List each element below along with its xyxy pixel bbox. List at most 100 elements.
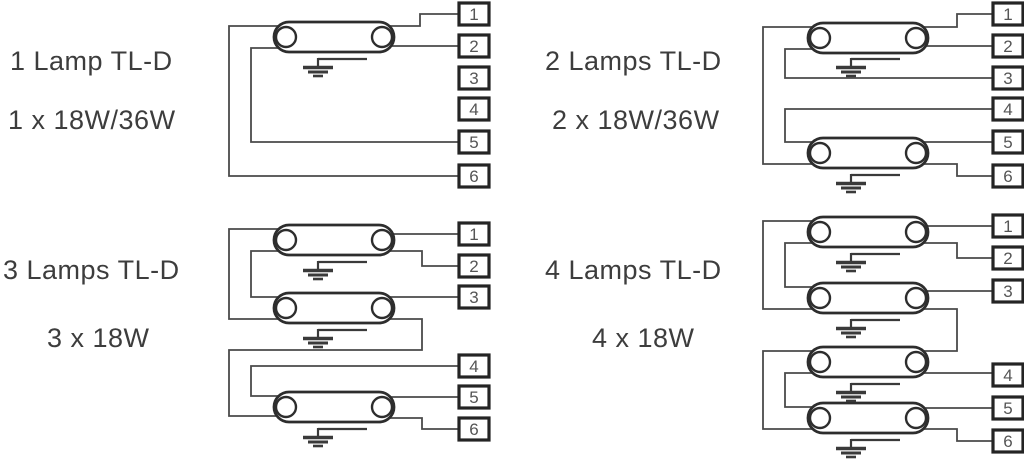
terminal-number: 1 bbox=[469, 225, 478, 244]
terminal-2: 2 bbox=[991, 245, 1024, 271]
terminal-6: 6 bbox=[457, 163, 491, 189]
terminal-box bbox=[991, 96, 1024, 122]
terminal-6: 6 bbox=[457, 416, 491, 442]
wire-lamp1-lamp2-outer bbox=[762, 26, 818, 165]
terminal-number: 3 bbox=[1003, 282, 1012, 301]
terminal-1: 1 bbox=[991, 1, 1024, 27]
terminal-2: 2 bbox=[457, 33, 491, 59]
ground-icon bbox=[301, 426, 369, 448]
terminal-number: 2 bbox=[1003, 249, 1012, 268]
wire-lamp1-lamp2-inner bbox=[784, 242, 818, 288]
ground-icon bbox=[834, 381, 902, 403]
terminal-box bbox=[991, 213, 1024, 239]
terminal-number: 6 bbox=[469, 167, 478, 186]
diagram-2-lamps: 1 2 3 4 5 6 bbox=[762, 1, 1024, 194]
wires bbox=[228, 13, 459, 177]
lamp-2-icon bbox=[272, 291, 396, 325]
terminal-box bbox=[457, 384, 491, 410]
wire-terminal-6 bbox=[228, 25, 459, 177]
terminal-number: 6 bbox=[469, 420, 478, 439]
wire-terminal-2 bbox=[918, 242, 993, 259]
wires bbox=[762, 220, 993, 442]
ground-icon bbox=[834, 56, 902, 78]
lamp-4-icon bbox=[806, 401, 930, 435]
terminal-3: 3 bbox=[991, 278, 1024, 304]
wire-terminal-1 bbox=[384, 13, 459, 27]
terminal-number: 2 bbox=[469, 37, 478, 56]
lamp-icon bbox=[272, 20, 396, 54]
wire-lamp3-lamp4-outer bbox=[762, 350, 818, 430]
terminal-4: 4 bbox=[991, 96, 1024, 122]
terminal-box bbox=[991, 245, 1024, 271]
diagram-2-subtitle: 2 x 18W/36W bbox=[552, 105, 720, 135]
terminal-2: 2 bbox=[991, 33, 1024, 59]
terminal-box bbox=[457, 33, 491, 59]
diagram-4-title: 4 Lamps TL-D bbox=[545, 255, 722, 285]
terminal-box bbox=[991, 65, 1024, 91]
terminal-3: 3 bbox=[991, 65, 1024, 91]
diagram-1-title: 1 Lamp TL-D bbox=[10, 46, 173, 76]
wire-lamp1-lamp2-outer bbox=[762, 220, 818, 310]
terminal-3: 3 bbox=[457, 65, 491, 91]
lamp-1-icon bbox=[272, 223, 396, 257]
terminal-box bbox=[991, 278, 1024, 304]
wire-terminal-4 bbox=[250, 365, 459, 397]
lamp-2-icon bbox=[806, 281, 930, 315]
terminal-4: 4 bbox=[457, 96, 491, 122]
ground-icon bbox=[301, 327, 369, 349]
terminal-number: 3 bbox=[469, 69, 478, 88]
wire-lamp3-lamp4-inner bbox=[784, 372, 818, 408]
lamp-1-icon bbox=[806, 215, 930, 249]
ground-icon bbox=[834, 251, 902, 273]
terminal-1: 1 bbox=[457, 1, 491, 27]
terminal-number: 6 bbox=[1003, 167, 1012, 186]
terminal-6: 6 bbox=[991, 428, 1024, 454]
terminal-number: 2 bbox=[469, 257, 478, 276]
wires bbox=[228, 228, 459, 430]
terminal-3: 3 bbox=[457, 284, 491, 310]
terminal-box bbox=[991, 33, 1024, 59]
diagram-1-lamp: 1 2 3 4 5 6 bbox=[228, 1, 491, 189]
terminal-box bbox=[457, 353, 491, 379]
terminal-box bbox=[457, 221, 491, 247]
terminal-6: 6 bbox=[991, 163, 1024, 189]
diagram-2-title: 2 Lamps TL-D bbox=[545, 46, 722, 76]
lamp-3-icon bbox=[272, 390, 396, 424]
terminal-4: 4 bbox=[457, 353, 491, 379]
diagram-3-lamps: 1 2 3 4 5 6 bbox=[228, 221, 491, 448]
terminal-box bbox=[991, 395, 1024, 421]
terminal-box bbox=[457, 284, 491, 310]
terminal-number: 4 bbox=[469, 357, 478, 376]
terminal-5: 5 bbox=[457, 384, 491, 410]
diagram-3-title: 3 Lamps TL-D bbox=[3, 255, 180, 285]
terminal-number: 3 bbox=[469, 288, 478, 307]
wire-terminal-2 bbox=[384, 250, 459, 267]
terminal-box bbox=[457, 65, 491, 91]
wire-terminal-6 bbox=[384, 417, 459, 430]
terminal-number: 4 bbox=[1003, 100, 1012, 119]
terminal-5: 5 bbox=[991, 129, 1024, 155]
terminal-box bbox=[991, 129, 1024, 155]
terminal-number: 1 bbox=[1003, 217, 1012, 236]
diagram-1-subtitle: 1 x 18W/36W bbox=[8, 105, 176, 135]
diagram-4-subtitle: 4 x 18W bbox=[592, 323, 695, 353]
terminal-box bbox=[457, 163, 491, 189]
terminal-number: 5 bbox=[1003, 133, 1012, 152]
wire-terminal-5 bbox=[250, 47, 459, 143]
terminal-number: 4 bbox=[469, 100, 478, 119]
ground-icon bbox=[301, 56, 369, 78]
wire-lamp2-lamp3-link bbox=[918, 308, 958, 352]
diagram-3-subtitle: 3 x 18W bbox=[47, 323, 150, 353]
wire-terminal-3 bbox=[784, 48, 993, 79]
terminal-box bbox=[457, 416, 491, 442]
lamp-2-icon bbox=[806, 136, 930, 170]
terminal-number: 5 bbox=[469, 133, 478, 152]
wire-lamp1-lamp2-inner bbox=[250, 250, 284, 298]
ground-icon bbox=[834, 437, 902, 459]
terminal-4: 4 bbox=[991, 362, 1024, 388]
terminal-number: 4 bbox=[1003, 366, 1012, 385]
ground-icon bbox=[301, 259, 369, 281]
terminal-number: 1 bbox=[1003, 5, 1012, 24]
wire-terminal-6 bbox=[918, 428, 993, 442]
